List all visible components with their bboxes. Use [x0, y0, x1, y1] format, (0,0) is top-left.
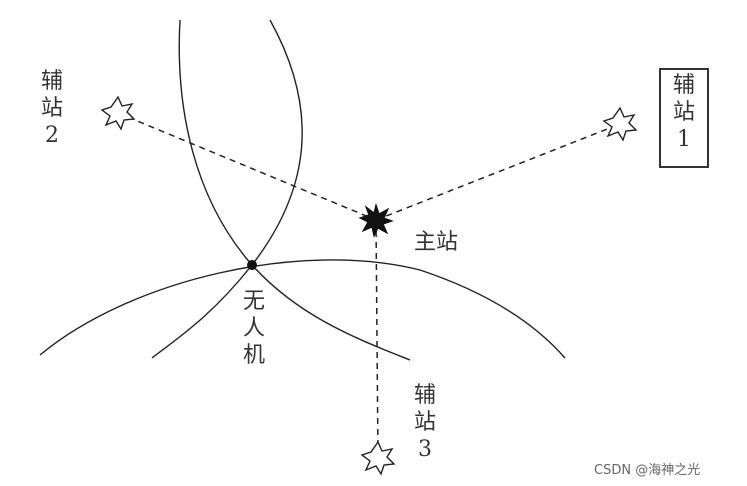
aux-station-3-line1: 辅	[413, 383, 436, 408]
aux-station-1-star-icon	[602, 106, 638, 142]
baseline-main-aux1	[375, 123, 621, 221]
hyperbola-left-branch	[178, 19, 411, 361]
aux-station-1-line3: 1	[677, 127, 691, 152]
main-station-star-icon	[358, 202, 394, 238]
hyperbola-bottom-arc	[39, 259, 566, 359]
watermark-text: CSDN @海神之光	[594, 463, 701, 478]
aux-station-2-star-icon	[100, 95, 136, 131]
uav-point	[247, 260, 257, 270]
aux-station-1-line2: 站	[672, 100, 695, 125]
aux-station-2-line2: 站	[40, 96, 63, 121]
aux-station-2-label: 辅 站 2	[40, 68, 64, 149]
main-station-label: 主站	[414, 230, 459, 255]
uav-line1: 无	[242, 289, 265, 314]
hyperbola-right-branch	[151, 19, 303, 359]
aux-station-1-label: 辅 站 1	[672, 72, 696, 153]
aux-station-1-line1: 辅	[672, 73, 695, 98]
aux-station-2-line3: 2	[45, 123, 59, 148]
aux-station-2-line1: 辅	[40, 69, 63, 94]
aux-station-3-line3: 3	[418, 437, 432, 462]
uav-label: 无 人 机	[242, 288, 266, 369]
aux-station-3-label: 辅 站 3	[413, 382, 437, 463]
baseline-main-aux3	[375, 219, 379, 459]
uav-line2: 人	[242, 316, 265, 341]
uav-line3: 机	[242, 343, 265, 368]
aux-station-3-line2: 站	[413, 410, 436, 435]
aux-station-1-box	[659, 68, 709, 168]
baseline-main-aux2	[117, 112, 377, 221]
aux-station-3-star-icon	[360, 440, 396, 476]
